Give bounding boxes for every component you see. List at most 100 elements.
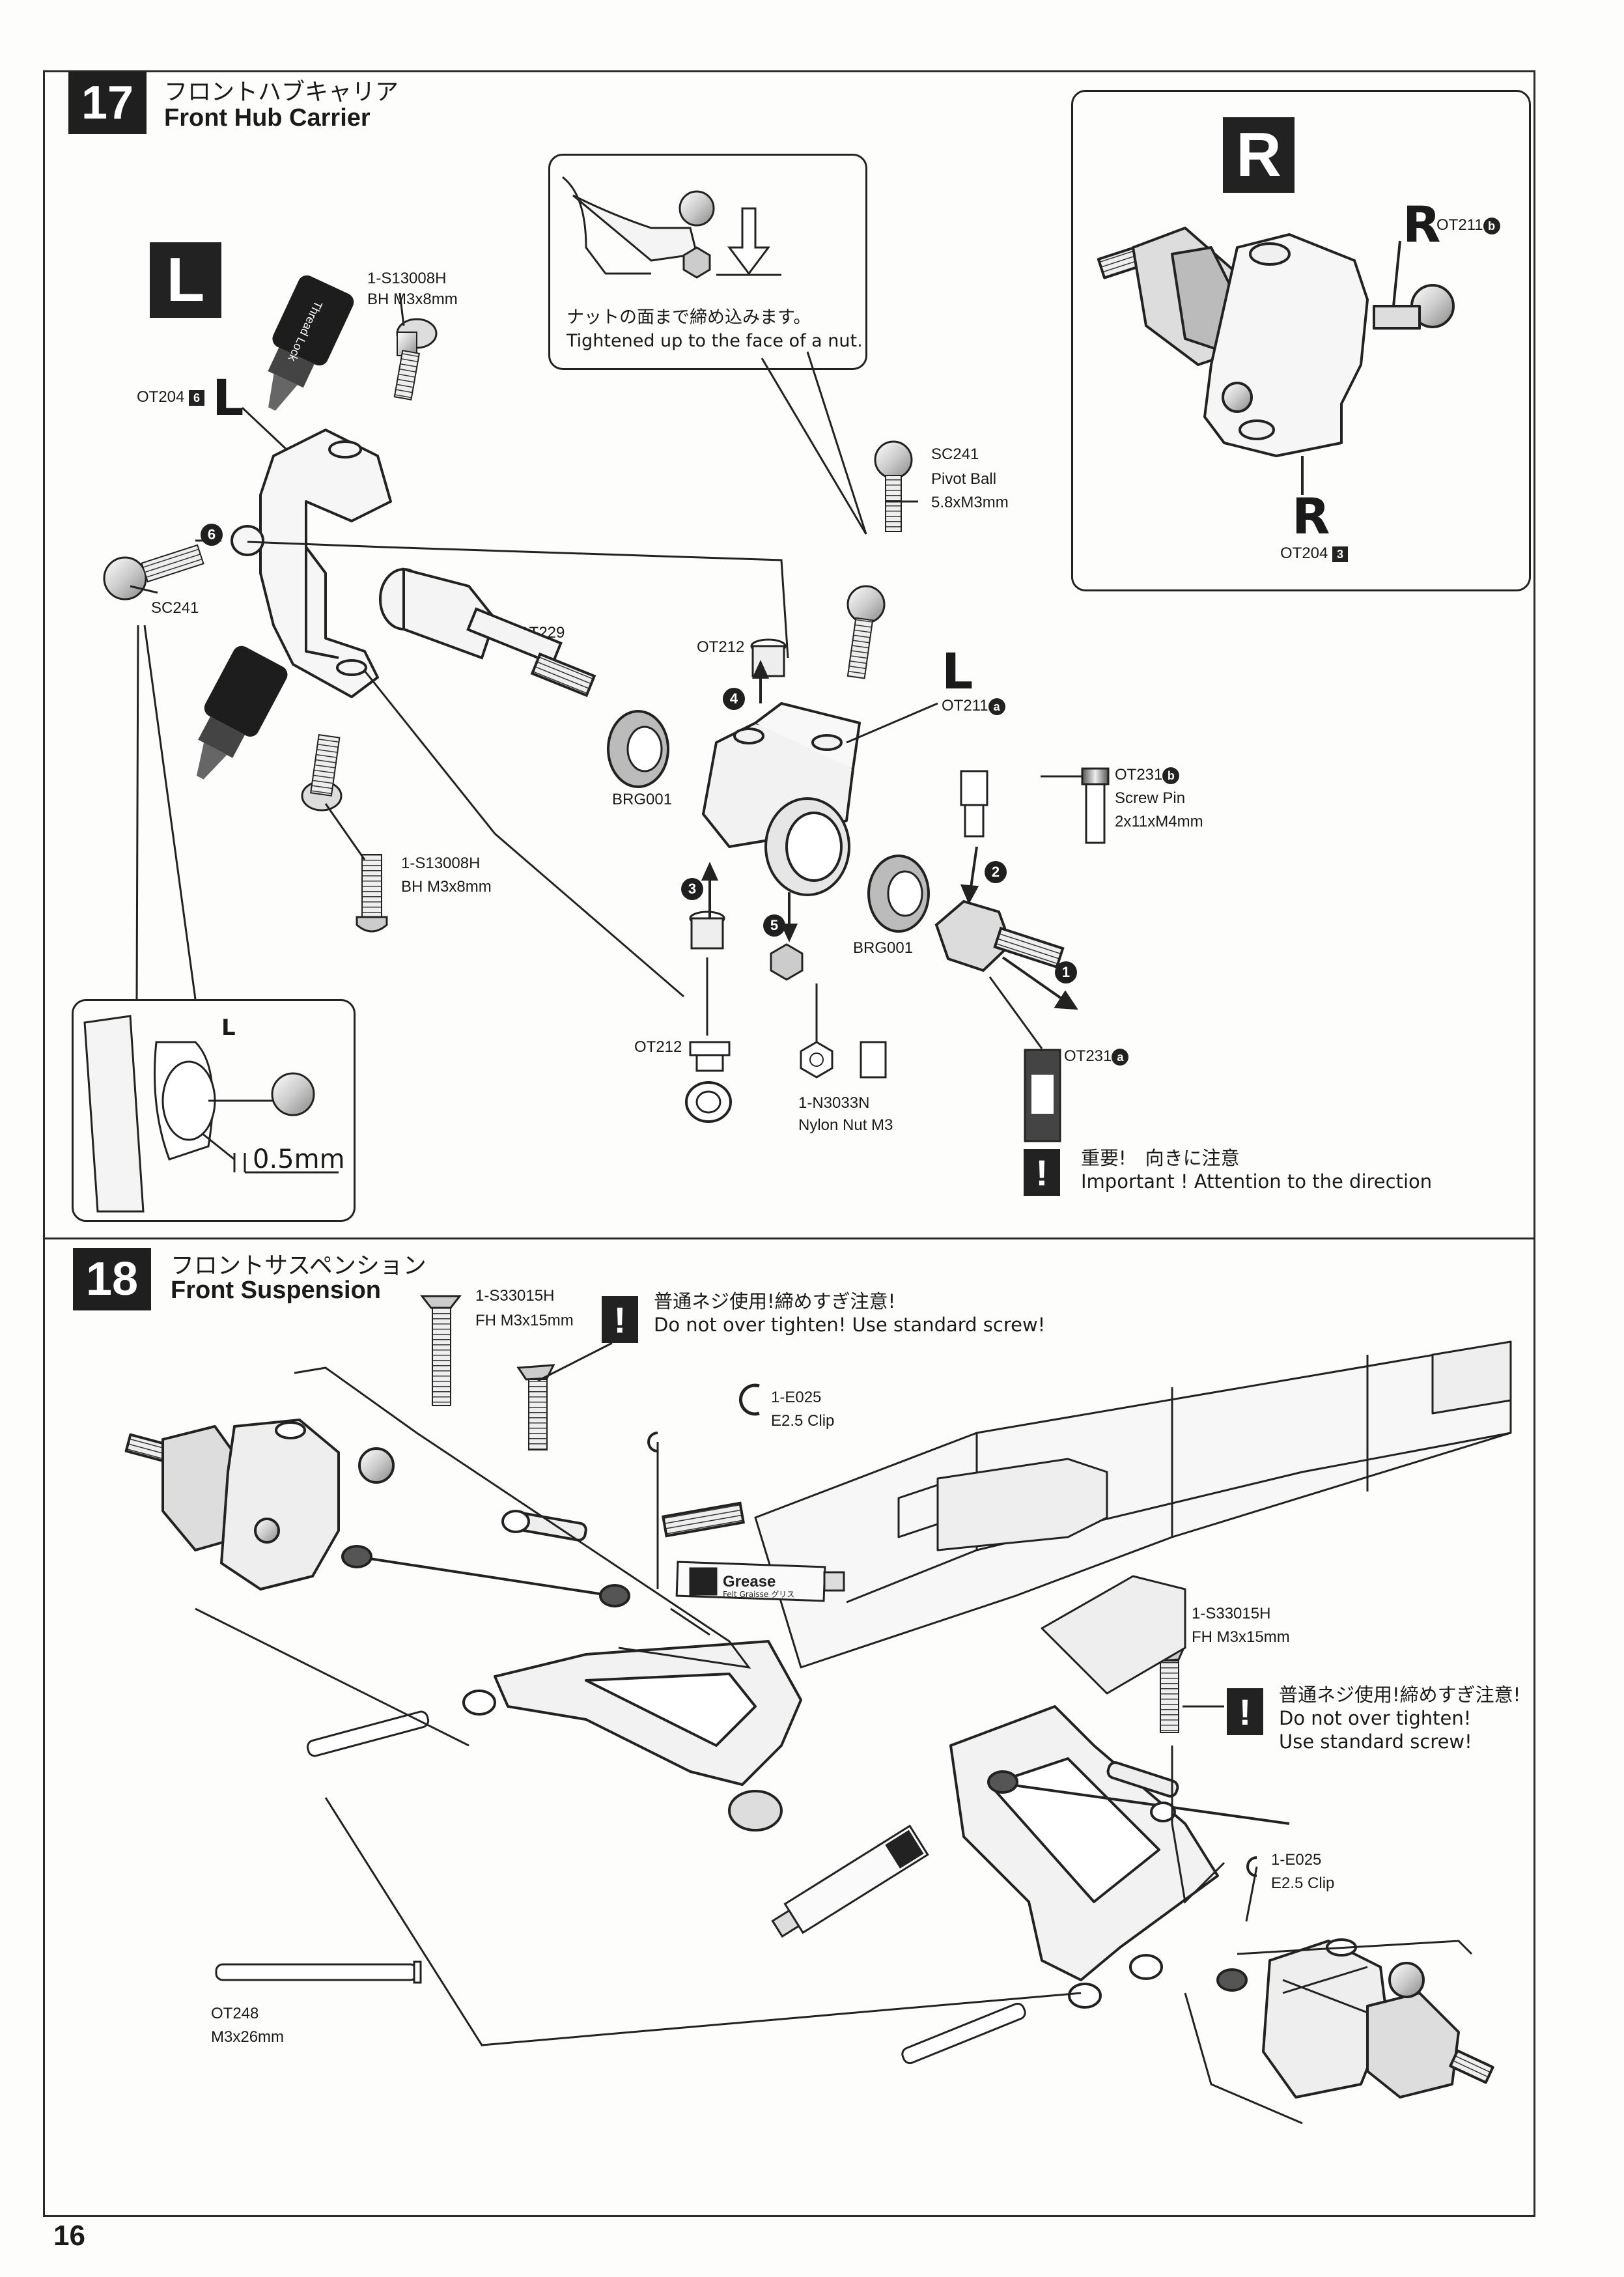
ot231b-mark: b <box>1162 767 1180 784</box>
warning-right-en2: Use standard screw! <box>1279 1731 1472 1753</box>
bh-screw-top-size: BH M3x8mm <box>367 290 458 308</box>
bushing-ot212-detail <box>685 1041 732 1123</box>
pivot-ball-size: 5.8xM3mm <box>931 494 1009 511</box>
e-clip-top <box>738 1383 760 1416</box>
bh-screw-bottom-size: BH M3x8mm <box>401 878 492 896</box>
ot211-right-mark: b <box>1483 217 1500 234</box>
sc241-ball-left <box>103 544 204 601</box>
thread-lock-bottle-bottom <box>196 645 288 780</box>
grease-top-brand: Grease <box>723 1573 776 1591</box>
ot204-right-letter: R <box>1292 487 1330 545</box>
upper-arm-left <box>462 1640 802 1832</box>
ot211-left-code: OT211 <box>942 697 988 714</box>
fh-screw-top-code: 1-S33015H <box>475 1287 555 1305</box>
direction-arrows-17 <box>701 660 1078 1010</box>
ot231a-mark: a <box>1112 1048 1129 1066</box>
step-circle-5: 5 <box>763 914 785 937</box>
hex-adapter-section <box>1024 1049 1061 1142</box>
inset-top-drawing <box>562 176 781 279</box>
sc241-left-label: SC241 <box>151 599 199 617</box>
ot211-right-code: OT211 <box>1436 216 1483 234</box>
clip-right-code: 1-E025 <box>1271 1851 1322 1869</box>
bearing-right <box>867 855 930 933</box>
bh-screw-standalone <box>356 854 388 933</box>
nylon-nut-code: 1-N3033N <box>798 1094 870 1112</box>
step-17-number: 17 <box>68 72 147 134</box>
inset-bottom-label: L <box>221 1015 236 1041</box>
chassis-frame <box>754 1340 1512 1695</box>
fh-screw-top-size: FH M3x15mm <box>475 1312 574 1329</box>
ot204-right-label: OT204 3 <box>1280 544 1349 563</box>
step-17-title-en: Front Hub Carrier <box>164 104 371 132</box>
grease-top-sub: Felt Graisse グリス <box>723 1590 794 1599</box>
hinge-pin-ot248 <box>215 1960 422 1984</box>
brg001-left-label: BRG001 <box>612 791 673 808</box>
important-en: Important ! Attention to the direction <box>1081 1170 1433 1193</box>
ot231b-code: OT231 <box>1115 766 1163 784</box>
brg001-right-label: BRG001 <box>853 939 914 957</box>
fh-screw-right-code: 1-S33015H <box>1192 1605 1271 1622</box>
inset-top-jp: ナットの面まで締め込みます。 <box>567 307 811 328</box>
fh-screw-right-size: FH M3x15mm <box>1192 1628 1290 1646</box>
important-warning-icon: ! <box>1024 1149 1060 1196</box>
page-frame <box>43 70 1535 2217</box>
ot204-right-code: OT204 <box>1280 544 1328 562</box>
grease-tube-bottom <box>771 1824 929 1938</box>
pivot-ball-sc241 <box>874 440 913 532</box>
thread-lock-bottle-top: Thread Lock <box>268 275 354 411</box>
warning-right-jp: 普通ネジ使用!締めすぎ注意! <box>1279 1684 1521 1706</box>
hinge-pin-left <box>306 1710 430 1757</box>
warning-right-icon: ! <box>1227 1688 1263 1735</box>
warning-top-jp: 普通ネジ使用!締めすぎ注意! <box>654 1290 896 1312</box>
leader-lines-18 <box>195 1342 1473 2125</box>
pivot-ball-code: SC241 <box>931 446 979 463</box>
e-clip-installed-top <box>647 1432 658 1452</box>
ot212-top-label: OT212 <box>697 638 745 656</box>
inset-top-en: Tightened up to the face of a nut. <box>567 331 863 351</box>
important-jp: 重要! 向きに注意 <box>1081 1147 1240 1169</box>
hex-adapter-ot231 <box>934 899 1065 972</box>
ot204-letter: L <box>212 369 244 427</box>
pivot-ball-installed <box>847 585 886 679</box>
warning-top-en: Do not over tighten! Use standard screw! <box>654 1314 1046 1336</box>
hinge-pin-right <box>901 2002 1026 2065</box>
hub-carrier-main <box>702 702 861 896</box>
step-18-title-jp: フロントサスペンション <box>171 1252 427 1279</box>
screw-pin-size: 2x11xM4mm <box>1115 813 1203 830</box>
ot212-bottom-label: OT212 <box>634 1038 682 1056</box>
ot211-right-letter: R <box>1403 195 1441 253</box>
ot211-left-letter: L <box>942 642 973 700</box>
warning-top-icon: ! <box>602 1296 638 1343</box>
step-18-title-en: Front Suspension <box>171 1277 381 1304</box>
ot204-label: OT204 6 <box>137 388 205 406</box>
ot204-num: 6 <box>189 389 205 406</box>
clip-top-name: E2.5 Clip <box>771 1412 835 1430</box>
hub-carrier-left-body <box>231 429 392 698</box>
step-circle-6: 6 <box>201 524 223 546</box>
ot211-left-mark: a <box>988 698 1005 715</box>
bushing-ot212-bottom <box>689 911 725 950</box>
step-circle-2: 2 <box>985 861 1007 883</box>
cap-screw <box>960 770 988 838</box>
step-18-number: 18 <box>73 1248 151 1310</box>
nylon-nut <box>770 943 887 1079</box>
leader-lines-17 <box>130 292 1082 1049</box>
inset-bottom-measure: 0.5mm <box>253 1144 345 1174</box>
warning-right-en1: Do not over tighten! <box>1279 1707 1472 1729</box>
e-clip-right <box>1246 1856 1257 1877</box>
right-side-badge: R <box>1223 117 1295 193</box>
ot231a-code: OT231 <box>1064 1047 1112 1065</box>
lower-arm-right <box>949 1705 1219 2009</box>
fh-screw-top <box>419 1295 462 1406</box>
grease-tube-top: Grease Felt Graisse グリス <box>675 1561 845 1602</box>
pivot-ball-name: Pivot Ball <box>931 470 997 488</box>
ot248-size: M3x26mm <box>211 2028 285 2046</box>
inset-bottom-drawing <box>83 1015 339 1213</box>
left-side-badge: L <box>150 242 221 318</box>
ot248-code: OT248 <box>211 2005 259 2022</box>
nylon-nut-name: Nylon Nut M3 <box>798 1116 893 1134</box>
